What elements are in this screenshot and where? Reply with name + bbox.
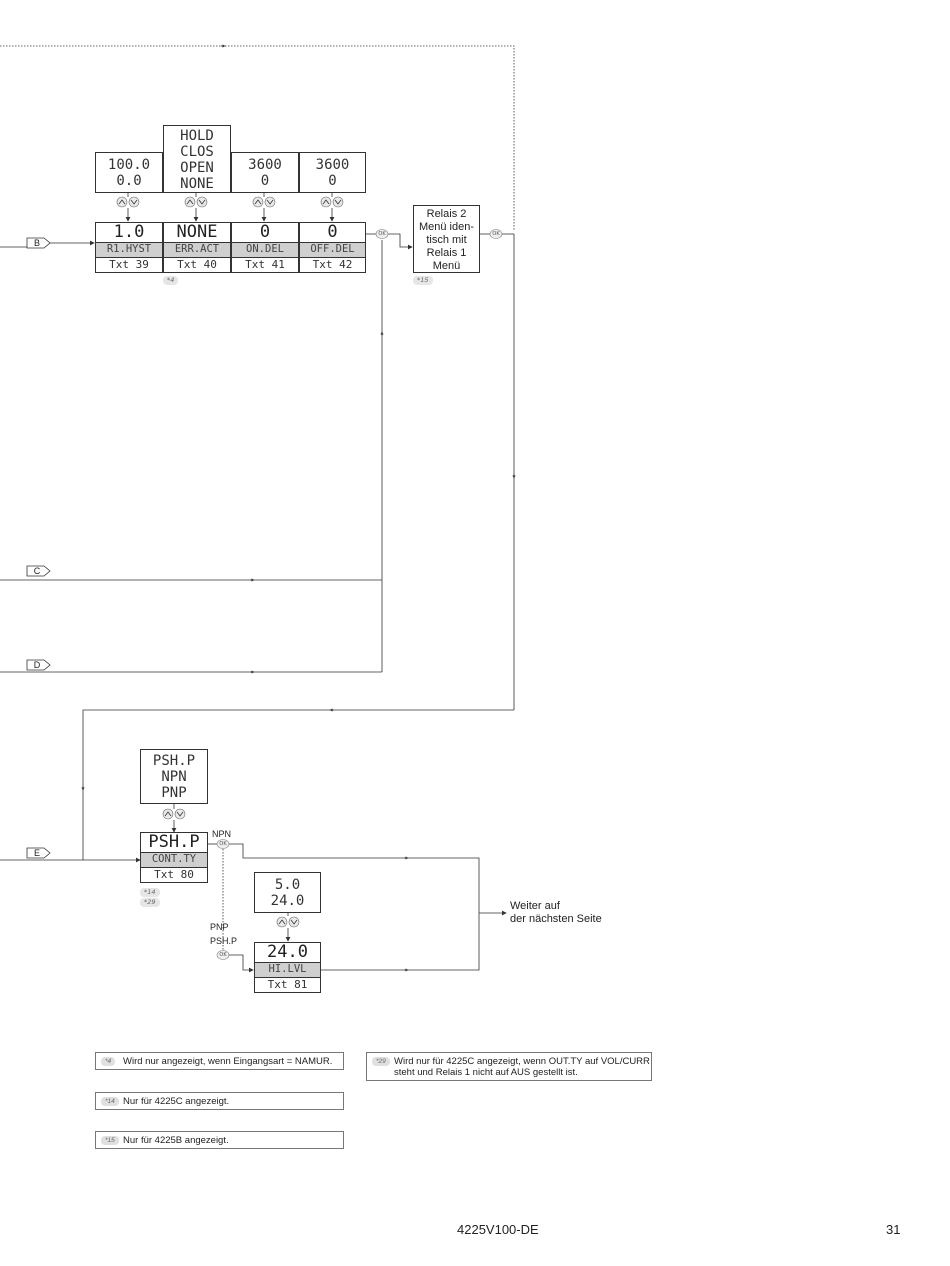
connector-e-label: E — [33, 848, 40, 858]
connector-b-label: B — [33, 238, 40, 248]
menu-txt: Txt 40 — [177, 258, 217, 271]
option-value: OPEN — [180, 160, 214, 176]
menu-code: HI.LVL — [255, 962, 320, 978]
ok-key-icon: OK — [219, 952, 227, 958]
footnote-4: *4 Wird nur angezeigt, wenn Eingangsart … — [95, 1052, 344, 1070]
footnote-text: steht und Relais 1 nicht auf AUS gestell… — [394, 1067, 578, 1078]
footnote-15: *15 Nur für 4225B angezeigt. — [95, 1131, 344, 1149]
option-value: 3600 — [315, 157, 350, 173]
note-badge-15: *15 — [413, 276, 433, 285]
menu-txt: Txt 80 — [154, 868, 194, 881]
relay2-line: Relais 1 — [426, 247, 467, 259]
menu-value: 1.0 — [113, 222, 145, 242]
footnote-ref: *14 — [101, 1097, 119, 1106]
menu-code: ERR.ACT — [164, 242, 230, 258]
menu-code: R1.HYST — [96, 242, 162, 258]
footnote-ref: *15 — [101, 1136, 119, 1145]
footnote-text: Nur für 4225C angezeigt. — [123, 1096, 230, 1107]
menu-txt: Txt 41 — [245, 258, 285, 271]
note-badge-29: *29 — [140, 898, 160, 907]
menu-value: 0 — [259, 222, 271, 242]
relay2-menu-box: Relais 2 Menü iden- tisch mit Relais 1 M… — [413, 205, 480, 273]
hyst-options-box: 100.0 0.0 — [95, 152, 163, 193]
menu-txt: Txt 81 — [267, 978, 308, 991]
connector-d-tag — [26, 659, 51, 671]
menu-off-del: 0 OFF.DEL Txt 42 — [299, 222, 366, 273]
connector-c-label: C — [33, 566, 41, 576]
footnote-ref: *4 — [101, 1057, 116, 1066]
connector-d-label: D — [33, 660, 41, 670]
option-value: PSH.P — [152, 753, 196, 769]
menu-hi-lvl: 24.0 HI.LVL Txt 81 — [254, 942, 321, 993]
connector-c-tag — [26, 565, 51, 577]
menu-txt: Txt 39 — [109, 258, 149, 271]
relay2-line: tisch mit — [426, 234, 467, 246]
option-value: 0.0 — [116, 173, 142, 189]
continue-line: Weiter auf — [510, 900, 560, 912]
document-id: 4225V100-DE — [457, 1222, 539, 1237]
page-number: 31 — [886, 1222, 901, 1237]
footnote-text: Wird nur angezeigt, wenn Eingangsart = N… — [123, 1056, 333, 1067]
relay2-line: Menü iden- — [418, 221, 475, 233]
menu-value: 0 — [327, 222, 338, 242]
option-value: 0 — [260, 173, 270, 189]
option-value: PNP — [161, 785, 187, 801]
menu-txt: Txt 42 — [312, 258, 353, 271]
hi-lvl-options-box: 5.0 24.0 — [254, 872, 321, 913]
menu-value: NONE — [176, 222, 218, 242]
option-value: 0 — [328, 173, 337, 189]
option-value: 100.0 — [107, 157, 151, 173]
menu-r1-hyst: 1.0 R1.HYST Txt 39 — [95, 222, 163, 273]
connector-b-tag — [26, 237, 51, 249]
note-badge-4: *4 — [163, 276, 179, 285]
menu-value: PSH.P — [148, 832, 200, 852]
ok-key-icon: OK — [219, 841, 227, 847]
menu-code: OFF.DEL — [300, 242, 365, 258]
off-del-options-box: 3600 0 — [299, 152, 366, 193]
connector-e-tag — [26, 847, 51, 859]
footnote-29: *29 Wird nur für 4225C angezeigt, wenn O… — [366, 1052, 652, 1081]
option-value: 3600 — [248, 157, 282, 173]
menu-code: ON.DEL — [232, 242, 298, 258]
continue-next-page-text: Weiter auf der nächsten Seite — [510, 900, 602, 926]
menu-cont-ty: PSH.P CONT.TY Txt 80 — [140, 832, 208, 883]
branch-label-npn: NPN — [212, 829, 232, 839]
relay2-line: Menü — [432, 260, 461, 272]
ok-key-icon: OK — [378, 231, 386, 237]
option-value: NONE — [180, 176, 214, 192]
footnote-text: Nur für 4225B angezeigt. — [123, 1135, 229, 1146]
option-value: 5.0 — [274, 877, 301, 893]
option-value: HOLD — [180, 128, 214, 144]
footnote-text: Wird nur für 4225C angezeigt, wenn OUT.T… — [394, 1056, 650, 1067]
err-act-options-box: HOLD CLOS OPEN NONE — [163, 125, 231, 193]
footnote-ref: *29 — [372, 1057, 390, 1066]
ok-key-icon: OK — [492, 231, 500, 237]
menu-err-act: NONE ERR.ACT Txt 40 — [163, 222, 231, 273]
branch-label-pnp: PNP — [210, 922, 229, 932]
on-del-options-box: 3600 0 — [231, 152, 299, 193]
menu-on-del: 0 ON.DEL Txt 41 — [231, 222, 299, 273]
continue-line: der nächsten Seite — [510, 913, 602, 925]
note-badge-14: *14 — [140, 888, 160, 897]
branch-label-pshp: PSH.P — [210, 936, 238, 946]
cont-ty-options-box: PSH.P NPN PNP — [140, 749, 208, 804]
option-value: NPN — [161, 769, 187, 785]
menu-value: 24.0 — [267, 942, 308, 962]
footnote-14: *14 Nur für 4225C angezeigt. — [95, 1092, 344, 1110]
relay2-line: Relais 2 — [426, 208, 467, 220]
option-value: CLOS — [180, 144, 214, 160]
menu-code: CONT.TY — [141, 852, 207, 868]
option-value: 24.0 — [270, 893, 305, 909]
